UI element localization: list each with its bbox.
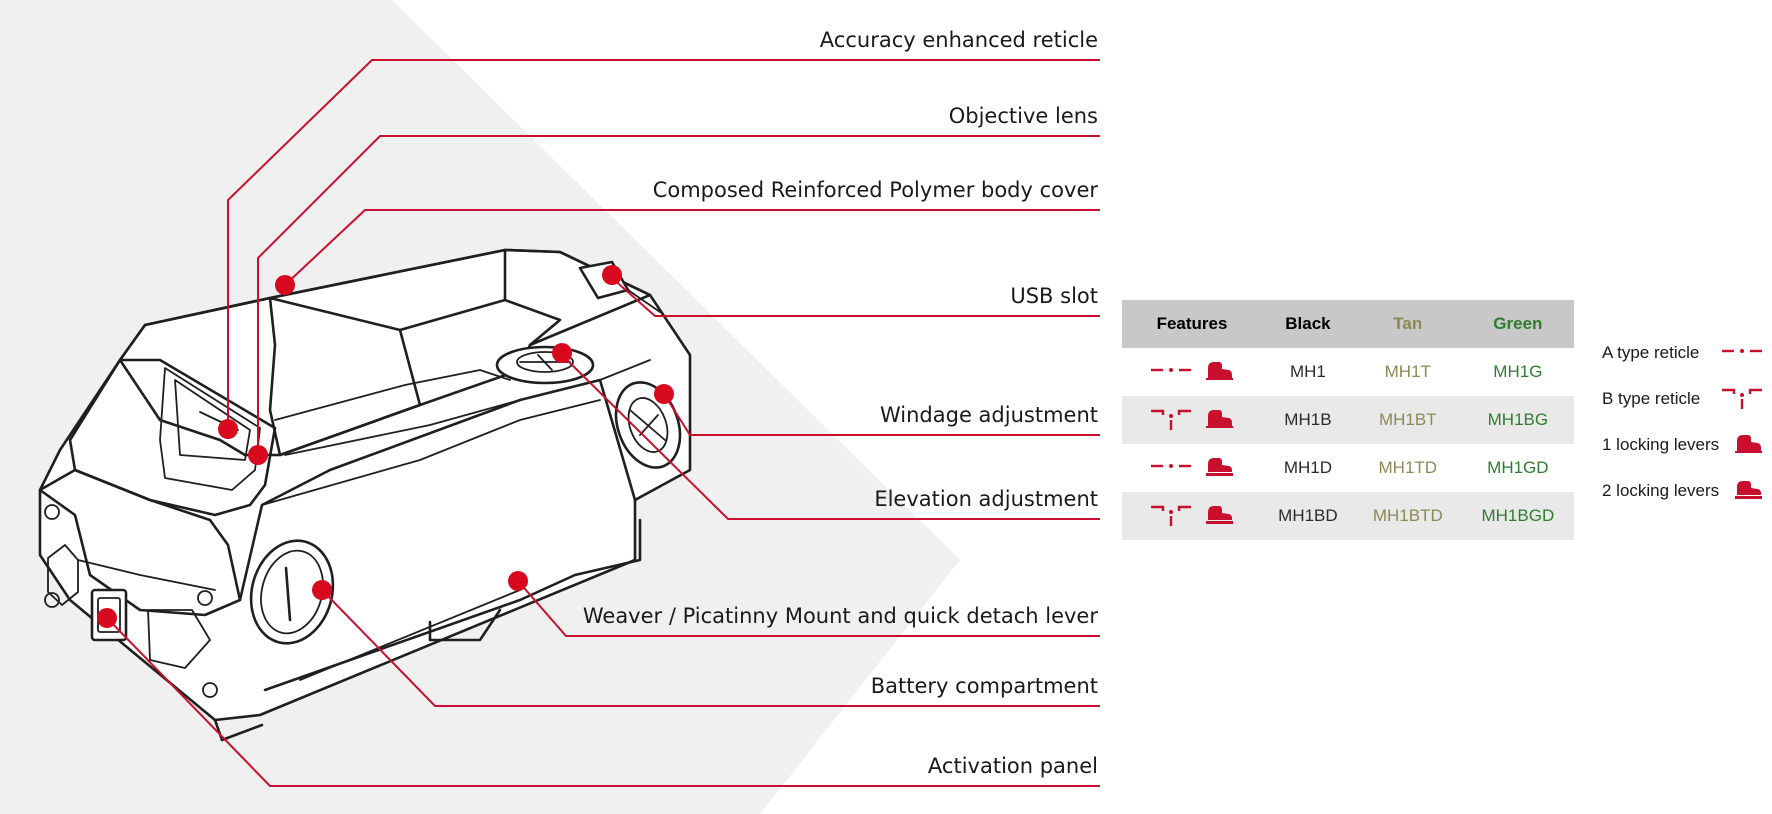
legend-label: 2 locking levers bbox=[1602, 481, 1720, 500]
model-black: MH1B bbox=[1262, 396, 1354, 444]
label-usb-slot: USB slot bbox=[1010, 284, 1098, 308]
dot-objective-lens bbox=[248, 445, 268, 465]
legend-item: 1 locking levers bbox=[1602, 422, 1762, 468]
label-accuracy-reticle: Accuracy enhanced reticle bbox=[820, 28, 1098, 52]
legend-item: B type reticle bbox=[1602, 376, 1762, 422]
feature-cell bbox=[1122, 396, 1262, 444]
legend: A type reticle B type reticle 1 locking le… bbox=[1602, 330, 1762, 514]
model-tan: MH1TD bbox=[1353, 444, 1462, 492]
dot-accuracy-reticle bbox=[218, 419, 238, 439]
red-dot-sight-drawing bbox=[38, 248, 692, 742]
leader-mount bbox=[517, 580, 1100, 637]
table-header-row: Features Black Tan Green bbox=[1122, 300, 1574, 348]
dot-windage bbox=[654, 384, 674, 404]
leader-battery bbox=[321, 589, 1100, 707]
dot-usb-slot bbox=[602, 265, 622, 285]
leader-windage bbox=[663, 393, 1100, 436]
dot-mount bbox=[508, 571, 528, 591]
b-type-reticle-icon bbox=[1151, 502, 1191, 531]
one-locking-lever-icon bbox=[1732, 433, 1762, 458]
callout-leaders bbox=[106, 59, 1100, 787]
model-tan: MH1T bbox=[1353, 348, 1462, 396]
one-locking-lever-icon bbox=[1203, 360, 1233, 385]
legend-label: 1 locking levers bbox=[1602, 435, 1720, 454]
a-type-reticle-icon bbox=[1151, 458, 1191, 478]
header-features: Features bbox=[1122, 300, 1262, 348]
leader-accuracy-reticle bbox=[227, 59, 1100, 429]
label-activation: Activation panel bbox=[928, 754, 1098, 778]
two-locking-levers-icon bbox=[1732, 479, 1762, 504]
label-mount: Weaver / Picatinny Mount and quick detac… bbox=[583, 604, 1098, 628]
leader-usb-slot bbox=[611, 277, 1100, 317]
two-locking-levers-icon bbox=[1203, 504, 1233, 529]
callout-dots bbox=[97, 265, 674, 628]
two-locking-levers-icon bbox=[1203, 456, 1233, 481]
legend-label: A type reticle bbox=[1602, 343, 1700, 362]
one-locking-lever-icon bbox=[1203, 408, 1233, 433]
b-type-reticle-icon bbox=[1722, 385, 1762, 414]
dot-body-cover bbox=[275, 275, 295, 295]
model-green: MH1GD bbox=[1461, 444, 1574, 492]
feature-cell bbox=[1122, 492, 1262, 540]
callout-labels: Accuracy enhanced reticle Objective lens… bbox=[583, 28, 1099, 778]
header-black: Black bbox=[1262, 300, 1354, 348]
dot-battery bbox=[312, 580, 332, 600]
b-type-reticle-icon bbox=[1151, 406, 1191, 435]
label-elevation: Elevation adjustment bbox=[874, 487, 1098, 511]
model-tan: MH1BTD bbox=[1353, 492, 1462, 540]
feature-cell bbox=[1122, 348, 1262, 396]
label-battery: Battery compartment bbox=[871, 674, 1098, 698]
model-green: MH1BGD bbox=[1461, 492, 1574, 540]
label-windage: Windage adjustment bbox=[880, 403, 1098, 427]
a-type-reticle-icon bbox=[1151, 362, 1191, 382]
model-green: MH1G bbox=[1461, 348, 1574, 396]
leader-activation bbox=[106, 617, 1100, 787]
legend-label: B type reticle bbox=[1602, 389, 1701, 408]
legend-item: A type reticle bbox=[1602, 330, 1762, 376]
model-black: MH1D bbox=[1262, 444, 1354, 492]
header-tan: Tan bbox=[1353, 300, 1462, 348]
model-green: MH1BG bbox=[1461, 396, 1574, 444]
a-type-reticle-icon bbox=[1722, 343, 1762, 363]
leader-elevation bbox=[561, 354, 1100, 520]
header-green: Green bbox=[1461, 300, 1574, 348]
leader-objective-lens bbox=[257, 135, 1100, 455]
label-body-cover: Composed Reinforced Polymer body cover bbox=[653, 178, 1099, 202]
model-tan: MH1BT bbox=[1353, 396, 1462, 444]
label-objective-lens: Objective lens bbox=[949, 104, 1098, 128]
dot-elevation bbox=[552, 343, 572, 363]
feature-cell bbox=[1122, 444, 1262, 492]
leader-body-cover bbox=[284, 209, 1100, 286]
model-black: MH1BD bbox=[1262, 492, 1354, 540]
legend-item: 2 locking levers bbox=[1602, 468, 1762, 514]
model-black: MH1 bbox=[1262, 348, 1354, 396]
dot-activation bbox=[97, 608, 117, 628]
